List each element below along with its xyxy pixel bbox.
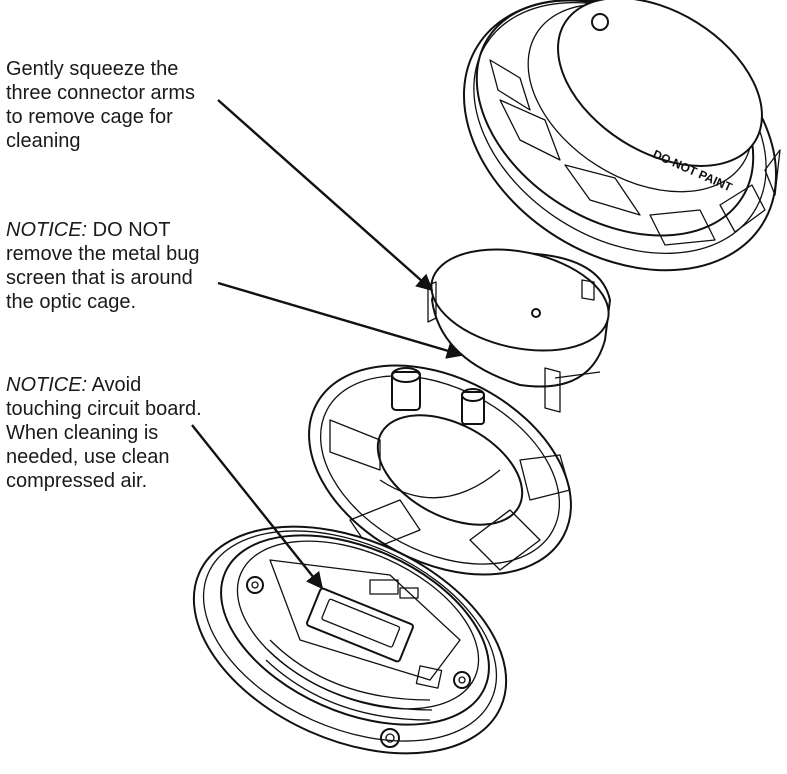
callout-circuit-board-notice: NOTICE: Avoid touching circuit board. Wh… <box>6 373 206 493</box>
leader-arrow-connector-arms <box>217 99 434 292</box>
optic-base <box>308 364 572 576</box>
leader-arrow-bug-screen <box>217 281 464 359</box>
leader-arrow-circuit-board <box>191 424 324 590</box>
optic-cage <box>427 248 611 413</box>
callout-text: DO NOT remove the metal bug screen that … <box>6 219 200 313</box>
circuit-board <box>246 559 471 689</box>
callout-text: Avoid touching circuit board. When clean… <box>6 374 202 492</box>
callout-squeeze-arms: Gently squeeze the three connector arms … <box>6 57 206 153</box>
detector-cover: DO NOT PAINT <box>462 0 781 272</box>
callout-lead: NOTICE: <box>6 219 88 241</box>
callout-bug-screen-notice: NOTICE: DO NOT remove the metal bug scre… <box>6 218 206 314</box>
callout-lead: NOTICE: <box>6 374 88 396</box>
detector-base <box>192 525 508 755</box>
callout-text: Gently squeeze the three connector arms … <box>6 58 195 152</box>
